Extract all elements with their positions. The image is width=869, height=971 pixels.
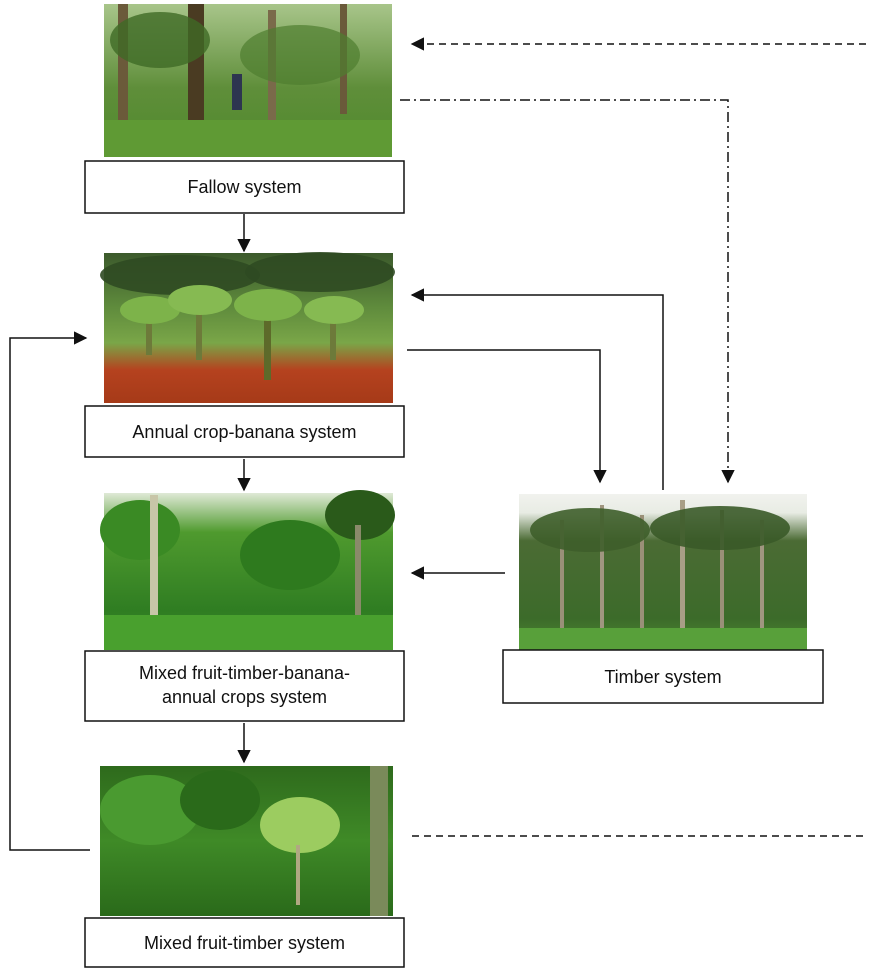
fallow-system-node: Fallow system bbox=[84, 160, 405, 214]
timber-system-node: Timber system bbox=[502, 649, 824, 704]
annual-crop-banana-label: Annual crop-banana system bbox=[132, 422, 356, 442]
arrow-fallow-to-timber-dashdot bbox=[400, 99, 735, 484]
arrow-mixed-to-annual-loop bbox=[9, 331, 90, 851]
mixed-fruit-timber-banana-node: Mixed fruit-timber-banana- annual crops … bbox=[84, 650, 405, 722]
fallow-system-photo bbox=[104, 4, 392, 157]
arrow-timber-to-annual bbox=[410, 288, 664, 490]
arrow-annual-to-timber bbox=[407, 349, 607, 484]
mixed-fruit-timber-node: Mixed fruit-timber system bbox=[84, 917, 405, 968]
mixed-fruit-timber-photo bbox=[100, 766, 393, 916]
timber-system-photo bbox=[519, 494, 807, 650]
fallow-system-label: Fallow system bbox=[187, 177, 301, 197]
mixed-fruit-timber-banana-label-line1: Mixed fruit-timber-banana- bbox=[139, 663, 350, 683]
timber-system-label: Timber system bbox=[604, 667, 721, 687]
annual-crop-banana-node: Annual crop-banana system bbox=[84, 405, 405, 458]
mixed-fruit-timber-label: Mixed fruit-timber system bbox=[144, 933, 345, 953]
mixed-fruit-timber-banana-photo bbox=[100, 490, 395, 650]
annual-crop-banana-photo bbox=[100, 252, 395, 403]
mixed-fruit-timber-banana-label-line2: annual crops system bbox=[162, 687, 327, 707]
